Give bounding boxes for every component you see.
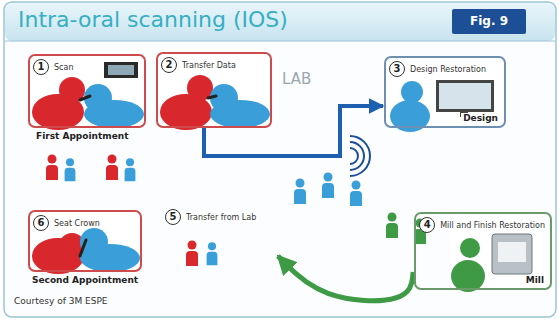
drawing-part	[322, 183, 334, 198]
drawing-part	[65, 168, 76, 182]
drawing-part	[46, 165, 58, 180]
callout-number: 3	[389, 61, 405, 77]
drawing-part	[436, 80, 494, 112]
title: Intra-oral scanning (IOS)	[18, 7, 288, 32]
drawing-part	[66, 158, 74, 166]
panel-label: Mill	[524, 275, 546, 285]
drawing-part	[48, 155, 57, 164]
drawing-part	[296, 179, 305, 188]
figure-tag: Fig. 9	[452, 9, 526, 34]
panel-header: 3Design Restoration	[389, 61, 488, 77]
outer-frame	[4, 2, 556, 317]
drawing-part	[188, 241, 197, 250]
step-heading: Seat Crown	[52, 219, 102, 228]
appointment-label: Second Appointment	[32, 275, 138, 285]
dental-scene	[160, 75, 270, 130]
step-panel: 2Transfer Data	[156, 52, 272, 128]
appointment-label: First Appointment	[36, 131, 128, 141]
drawing-part	[460, 238, 480, 258]
person-icon	[46, 155, 58, 181]
drawing-part	[106, 165, 118, 180]
step-heading: Mill and Finish Restoration	[438, 221, 547, 230]
panel-header: 4Mill and Finish Restoration	[419, 217, 547, 233]
drawing-part	[388, 213, 397, 222]
panel-header: 5Transfer from Lab	[165, 209, 258, 225]
drawing-part	[108, 155, 117, 164]
wireless-arc	[350, 148, 358, 164]
person-icon	[294, 179, 306, 205]
callout-number: 2	[161, 57, 177, 73]
person-icon	[207, 242, 218, 265]
step-panel: 4Mill and Finish RestorationMill	[414, 212, 552, 290]
drawing-part	[108, 65, 134, 75]
callout-number: 6	[33, 215, 49, 231]
panel-header: 6Seat Crown	[33, 215, 102, 231]
lab-label: LAB	[282, 70, 311, 88]
callout-number: 1	[33, 59, 49, 75]
credit-note: Courtesy of 3M ESPE	[14, 296, 108, 306]
panel-header: 2Transfer Data	[161, 57, 238, 73]
drawing-part	[208, 242, 216, 250]
drawing-part	[386, 223, 398, 238]
step-heading: Scan	[52, 63, 75, 72]
drawing-part	[80, 228, 108, 256]
header-band	[5, 3, 555, 41]
step-panel: 6Seat Crown	[28, 210, 142, 272]
step-heading: Transfer from Lab	[184, 213, 258, 222]
drawing-part	[207, 252, 218, 266]
step-panel: 5Transfer from Lab	[162, 206, 276, 270]
person-icon	[106, 155, 118, 181]
step-heading: Transfer Data	[180, 61, 238, 70]
drawing-part	[401, 81, 423, 103]
panel-label: Design	[461, 113, 500, 123]
drawing-part	[126, 158, 134, 166]
dental-scene	[32, 228, 140, 274]
drawing-part	[324, 173, 333, 182]
figure-number: Fig. 9	[452, 9, 526, 34]
drawing-part	[451, 260, 485, 292]
dental-scene	[32, 62, 144, 130]
wireless-arc	[350, 136, 370, 176]
step-panel: 1Scan	[28, 54, 146, 128]
drawing-part	[350, 191, 362, 206]
drawing-part	[125, 168, 136, 182]
drawing-part	[104, 62, 138, 78]
design-scene	[390, 80, 494, 132]
wireless-arc	[350, 142, 364, 170]
drawing-part	[352, 181, 361, 190]
person-icon	[350, 181, 362, 207]
drawing-part	[492, 234, 532, 274]
drawing-part	[80, 96, 90, 100]
step-panel: 3Design RestorationDesign	[384, 56, 506, 128]
drawing-part	[294, 189, 306, 204]
drawing-part	[439, 83, 491, 109]
person-icon	[386, 213, 398, 239]
flow-arrow	[204, 106, 383, 156]
drawing-part	[210, 84, 238, 112]
person-icon	[322, 173, 334, 199]
callout-number: 4	[419, 217, 435, 233]
person-icon	[125, 158, 136, 181]
step-heading: Design Restoration	[408, 65, 488, 74]
person-icon	[65, 158, 76, 181]
mill-scene	[451, 234, 532, 292]
drawing-part	[186, 251, 198, 266]
drawing-part	[208, 96, 216, 98]
panel-header: 1Scan	[33, 59, 75, 75]
drawing-part	[498, 242, 526, 262]
drawing-part	[80, 240, 86, 256]
header-rule	[5, 41, 555, 42]
callout-number: 5	[165, 209, 181, 225]
person-icon	[186, 241, 198, 267]
flow-arrow	[278, 256, 413, 301]
